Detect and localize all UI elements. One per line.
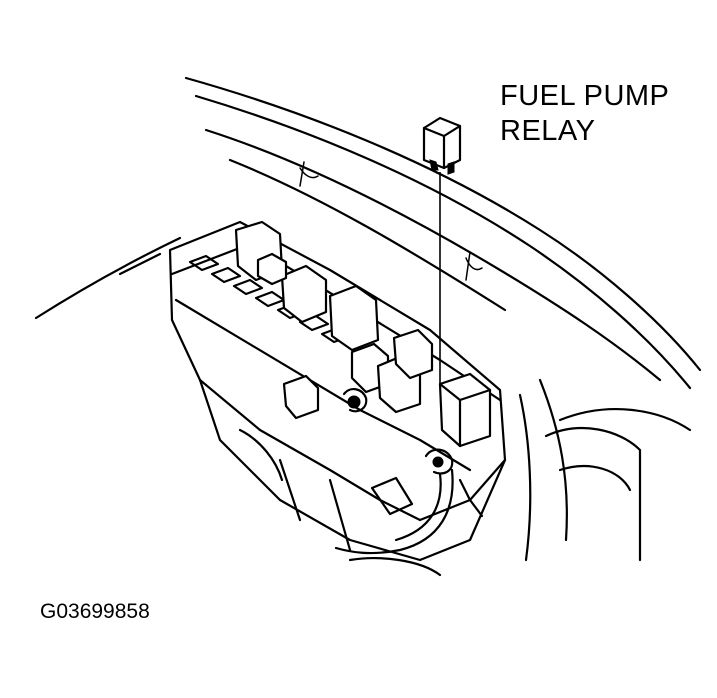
fuel-pump-relay (422, 116, 462, 175)
figure-id: G03699858 (40, 600, 150, 623)
fender-outline (34, 76, 702, 577)
callout-label-line1: FUEL PUMP (500, 80, 670, 112)
callout-label-line2: RELAY (500, 115, 596, 147)
fuse-box (168, 220, 507, 562)
